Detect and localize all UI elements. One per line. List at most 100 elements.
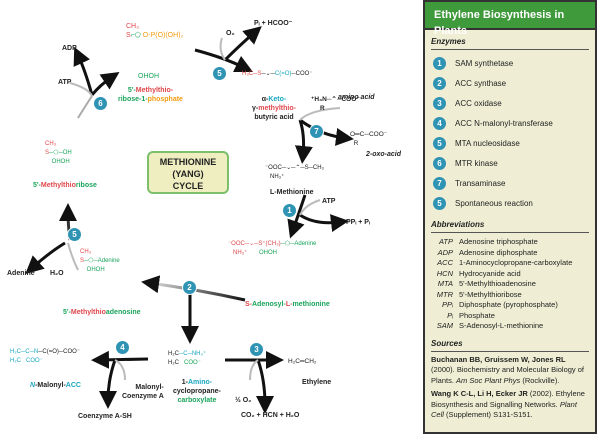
compound-methionine: L-Methionine: [270, 189, 314, 196]
compound-macc: N-Malonyl-ACC: [30, 382, 81, 389]
compound-mta: 5'-Methylthioadenosine: [63, 309, 141, 316]
label-amino-acid: amino acid: [338, 94, 375, 101]
label-o2: O₂: [226, 30, 235, 37]
enzyme-badge: 4: [433, 116, 446, 130]
enzymes-heading: Enzymes: [431, 37, 589, 50]
kmba-structure: H₃C─S─⌄─C(=O)─COO⁻: [242, 71, 313, 77]
enzyme-badge: 3: [433, 96, 446, 110]
source-item: Wang K C-L, Li H, Ecker JR (2002). Ethyl…: [431, 389, 585, 419]
label-products: CO₂ + HCN + H₂O: [241, 412, 300, 419]
arrow-atp-in2: [299, 199, 321, 216]
arrow-kmba: [194, 48, 254, 73]
source-item: Buchanan BB, Gruissem W, Jones RL (2000)…: [431, 354, 585, 385]
arrow-sam: [287, 194, 307, 239]
pathway-arrows: [25, 26, 354, 414]
sources-heading: Sources: [431, 339, 589, 352]
enzyme-badge: 2: [433, 76, 446, 90]
compound-sam: S-Adenosyl-L-methionine: [245, 301, 330, 308]
arrow-atp-in: [69, 82, 93, 97]
arrow-mtr1p: [90, 72, 120, 96]
label-adp: ADP: [62, 45, 77, 52]
arrow-ppi: [299, 213, 349, 233]
arrow-met: [294, 119, 313, 164]
panel-title: Ethylene Biosynthesis in Plants: [425, 2, 595, 37]
enzyme-badge: 1: [433, 56, 446, 70]
arrow-products: [255, 359, 274, 414]
label-coa-sh: Coenzyme A-SH: [78, 413, 132, 420]
label-ppi-pi: PPᵢ + Pᵢ: [346, 219, 370, 226]
acc-structure: H₂C─C─NH₃⁺H₂C COO⁻: [168, 351, 207, 366]
arrow-malonyl-in: [114, 359, 126, 381]
enzyme-badge: 7: [433, 176, 446, 190]
compound-kmba: α-Keto- γ-methylthio- butyric acid: [252, 96, 296, 121]
arrow-adenine: [25, 241, 66, 274]
enzyme-badge: 5: [433, 136, 446, 150]
label-atp-top: ATP: [58, 79, 72, 86]
label-pi-hcoo: Pᵢ + HCOO⁻: [254, 20, 293, 27]
macc-structure: H₂C─C─N─C(=O)─COO⁻H₂C COO⁻: [10, 349, 81, 364]
abbreviations-heading: Abbreviations: [431, 220, 589, 233]
ethylene-formula: H₂C═CH₂: [288, 358, 317, 365]
arrow-coa: [99, 359, 118, 409]
enzyme-badge-3: 3: [250, 343, 263, 356]
arrow-o2-in3: [249, 359, 259, 381]
cycle-title-box: METHIONINE (YANG) CYCLE: [147, 151, 229, 194]
enzyme-badge-5-spontaneous: 5: [213, 67, 226, 80]
enzyme-badge-6: 6: [94, 97, 107, 110]
label-half-o2: ½ O₂: [235, 397, 252, 404]
arrow-mta: [141, 275, 246, 302]
arrow-aa-in: [299, 107, 341, 121]
mtr1p-oh: OHOH: [138, 73, 159, 80]
label-adenine: Adenine: [7, 270, 35, 277]
arrow-pi-hcoo: [223, 26, 262, 62]
sam-structure: ⁻OOC─⌄─S⁺(CH₃)─⬠─Adenine NH₃⁺ OHOH: [228, 241, 317, 256]
enzyme-badge-4: 4: [116, 341, 129, 354]
enzyme-badge-1: 1: [283, 204, 296, 217]
structure-oxo-acid: O═C─COO⁻ R: [350, 131, 388, 147]
compound-mtr: 5'-Methylthioribose: [33, 182, 97, 189]
enzyme-badge: 5: [433, 196, 446, 210]
label-h2o: H₂O: [50, 270, 64, 277]
legend-panel: Ethylene Biosynthesis in Plants Enzymes …: [423, 0, 597, 434]
arrow-o2-in: [219, 37, 226, 61]
enzyme-badge-2: 2: [183, 281, 196, 294]
label-atp-right: ATP: [322, 198, 336, 205]
enzyme-badge: 6: [433, 156, 446, 170]
compound-acc: 1-Amino- cyclopropane- carboxylate: [173, 379, 221, 404]
label-oxo-acid: 2-oxo-acid: [366, 151, 402, 158]
compound-ethylene: Ethylene: [302, 379, 332, 386]
structure-amino-acid: ⁺H₃N─⌃─COO⁻ R: [311, 96, 360, 112]
methionine-structure: ⁻OOC─⌄─⌃─S─CH₃ NH₃⁺: [265, 165, 325, 180]
label-malonyl-coa: Malonyl-Coenzyme A: [122, 384, 164, 400]
enzyme-badge-7: 7: [310, 125, 323, 138]
compound-mtr1p: 5'-Methylthio- ribose-1-phosphate: [118, 87, 183, 103]
enzyme-badge-5: 5: [68, 228, 81, 241]
arrow-mtr-in: [77, 95, 93, 119]
arrow-adp: [73, 46, 94, 96]
arrow-mta-in: [67, 242, 79, 271]
arrow-macc: [91, 350, 149, 369]
